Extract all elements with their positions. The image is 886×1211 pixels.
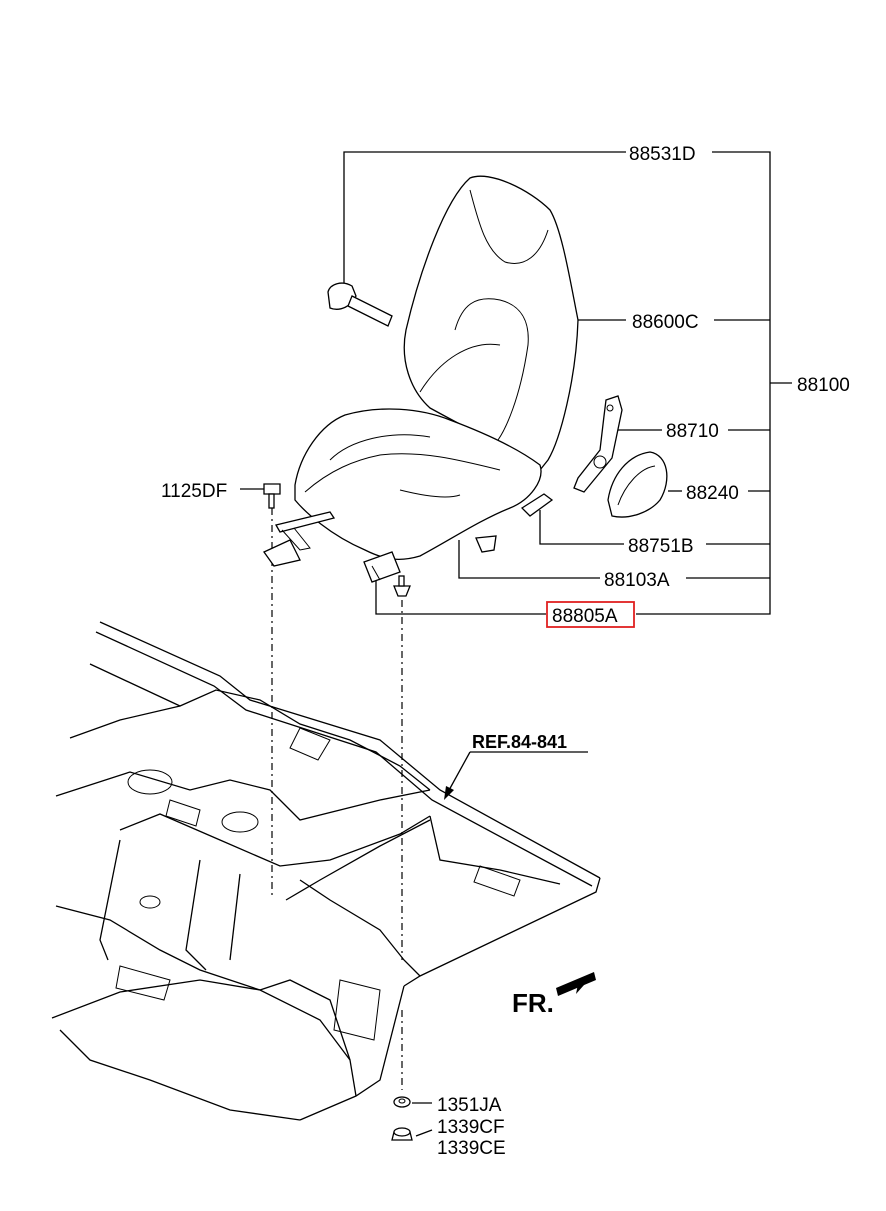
front-direction-label: FR. <box>512 988 554 1018</box>
highlight-box-88805A <box>546 601 635 628</box>
install-dash-lines <box>271 508 403 1090</box>
seat-rails[interactable] <box>263 511 497 583</box>
seat-back[interactable] <box>403 175 579 471</box>
label-88751B[interactable]: 88751B <box>628 536 694 557</box>
label-88805A[interactable]: 88805A <box>552 606 618 627</box>
label-88531D[interactable]: 88531D <box>629 144 696 165</box>
label-1339CF[interactable]: 1339CF <box>437 1117 505 1138</box>
label-88710[interactable]: 88710 <box>666 421 719 442</box>
seat-cushion[interactable] <box>294 408 542 561</box>
recliner-bracket[interactable] <box>573 395 623 493</box>
label-1351JA[interactable]: 1351JA <box>437 1095 502 1116</box>
nut-1351JA[interactable] <box>393 1096 411 1108</box>
floor-panel <box>51 621 601 1121</box>
front-arrow-icon <box>556 972 596 996</box>
headrest-knob[interactable] <box>327 282 393 327</box>
bolt-1125DF[interactable] <box>263 483 281 509</box>
part-labels: 88531D 88600C 88100 88710 88240 88751B 8… <box>161 144 850 1159</box>
recliner-cover[interactable] <box>607 451 668 518</box>
rail-cover[interactable] <box>520 493 554 517</box>
leader-lines <box>240 151 792 1137</box>
label-88600C[interactable]: 88600C <box>632 312 699 333</box>
label-88240[interactable]: 88240 <box>686 483 739 504</box>
reference-label[interactable]: REF.84-841 <box>472 732 567 752</box>
label-88103A[interactable]: 88103A <box>604 570 670 591</box>
rail-stud <box>393 575 411 597</box>
label-1339CE[interactable]: 1339CE <box>437 1138 506 1159</box>
nut-1339CF[interactable] <box>391 1127 413 1141</box>
label-1125DF[interactable]: 1125DF <box>161 481 227 502</box>
label-88100[interactable]: 88100 <box>797 375 850 396</box>
